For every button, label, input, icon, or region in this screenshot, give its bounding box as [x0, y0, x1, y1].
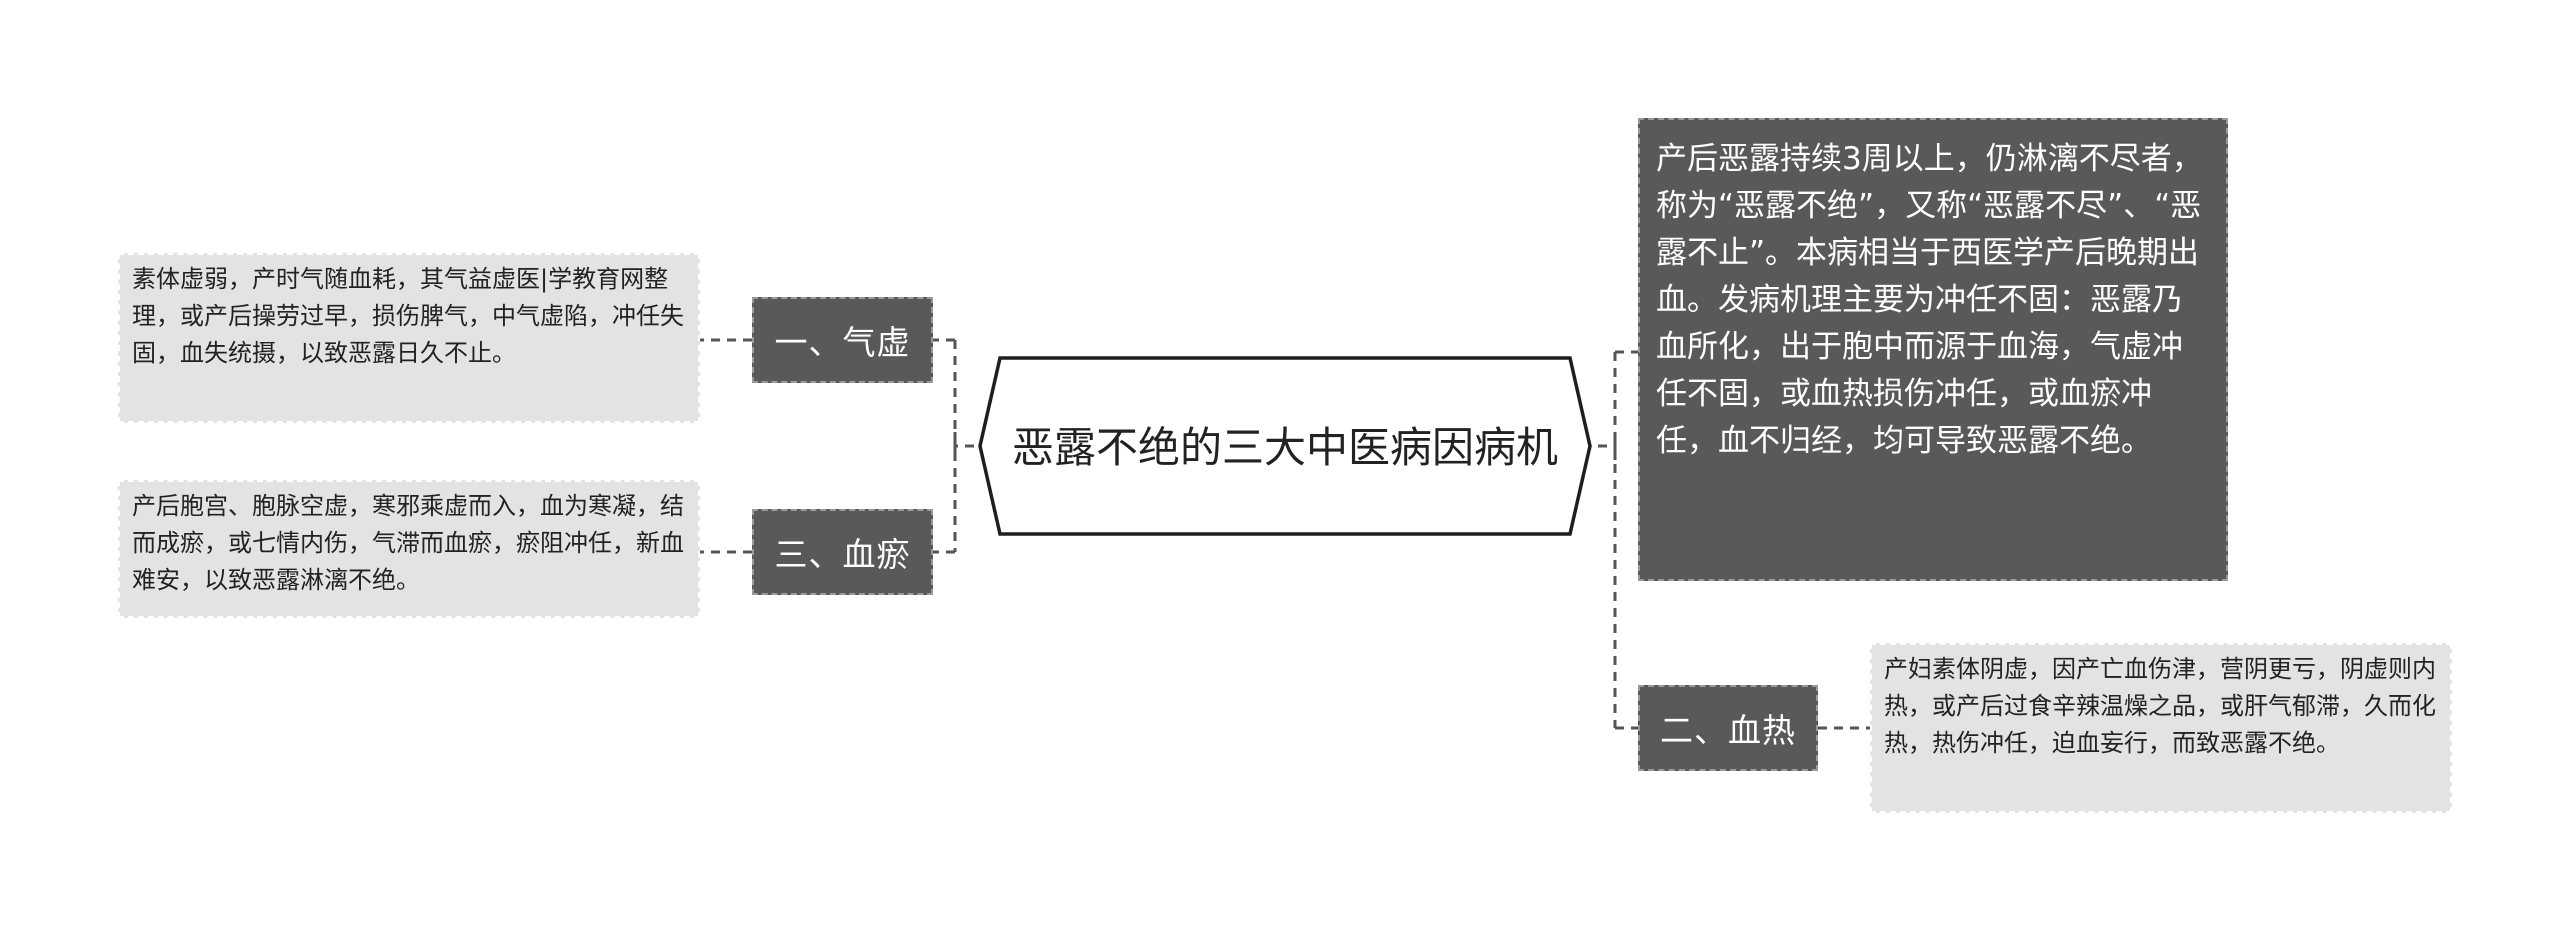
qixu-detail-text: 素体虚弱，产时气随血耗，其气益虚医|学教育网整理，或产后操劳过早，损伤脾气，中气…	[132, 265, 684, 367]
xuere-detail: 产妇素体阴虚，因产亡血伤津，营阴更亏，阴虚则内热，或产后过食辛辣温燥之品，或肝气…	[1870, 643, 2452, 813]
branch-qixu[interactable]: 一、气虚	[752, 297, 933, 383]
xuere-detail-text: 产妇素体阴虚，因产亡血伤津，营阴更亏，阴虚则内热，或产后过食辛辣温燥之品，或肝气…	[1884, 655, 2436, 757]
branch-xuere-label: 二、血热	[1660, 711, 1796, 750]
root-title: 恶露不绝的三大中医病因病机	[1011, 423, 1558, 472]
branch-qixu-label: 一、气虚	[774, 323, 911, 362]
definition-box[interactable]: 产后恶露持续3周以上，仍淋漓不尽者，称为“恶露不绝”，又称“恶露不尽”、“恶露不…	[1638, 118, 2228, 581]
qixu-detail: 素体虚弱，产时气随血耗，其气益虚医|学教育网整理，或产后操劳过早，损伤脾气，中气…	[118, 253, 700, 423]
branch-xueyu[interactable]: 三、血瘀	[752, 509, 933, 595]
branch-xueyu-label: 三、血瘀	[774, 535, 911, 574]
xueyu-detail: 产后胞宫、胞脉空虚，寒邪乘虚而入，血为寒凝，结而成瘀，或七情内伤，气滞而血瘀，瘀…	[118, 480, 700, 618]
definition-text: 产后恶露持续3周以上，仍淋漓不尽者，称为“恶露不绝”，又称“恶露不尽”、“恶露不…	[1656, 141, 2203, 459]
branch-xuere[interactable]: 二、血热	[1638, 685, 1818, 771]
xueyu-detail-text: 产后胞宫、胞脉空虚，寒邪乘虚而入，血为寒凝，结而成瘀，或七情内伤，气滞而血瘀，瘀…	[132, 492, 684, 594]
root-node-shape	[978, 356, 1592, 536]
